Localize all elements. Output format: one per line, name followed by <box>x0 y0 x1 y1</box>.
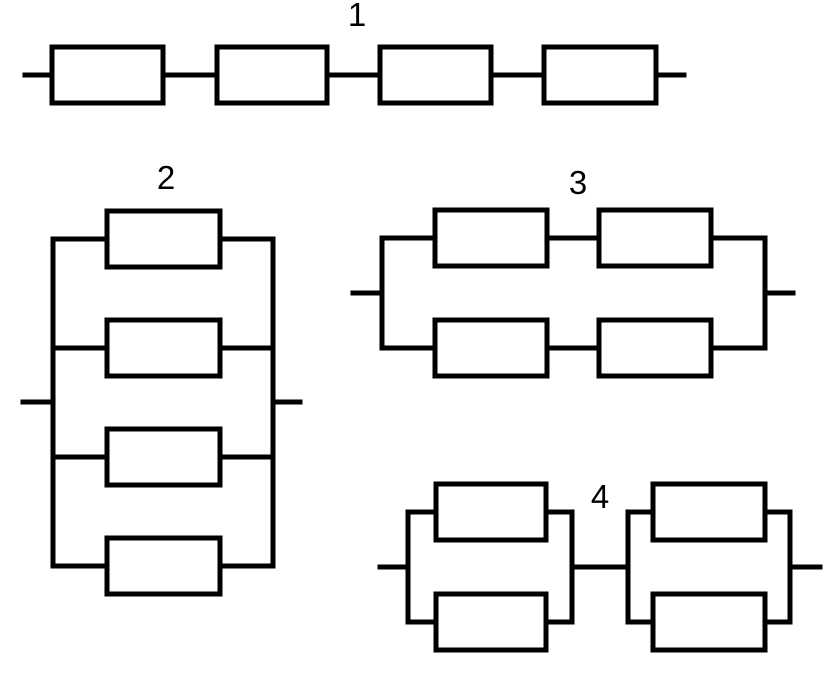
circuit-2: 2 <box>20 159 303 597</box>
resistor-box <box>541 44 659 106</box>
resistor-box <box>377 44 494 106</box>
resistor-box <box>104 426 223 488</box>
resistor-box <box>49 44 166 106</box>
resistor-box <box>596 207 714 269</box>
resistor-box <box>433 591 549 653</box>
circuit-1: 1 <box>22 0 687 106</box>
circuit-label-4: 4 <box>591 478 609 515</box>
resistor-box <box>432 317 550 379</box>
resistor-box <box>650 591 768 653</box>
circuit-label-1: 1 <box>348 0 366 33</box>
circuit-3: 3 <box>350 164 796 379</box>
resistor-box <box>432 207 550 269</box>
resistor-box <box>104 535 223 597</box>
resistor-box <box>433 481 549 543</box>
resistor-box <box>104 317 223 379</box>
circuit-label-2: 2 <box>157 159 175 196</box>
resistor-box <box>214 44 330 106</box>
resistor-box <box>596 317 714 379</box>
resistor-box <box>104 208 223 270</box>
resistor-box <box>650 481 768 543</box>
circuit-label-3: 3 <box>569 164 587 201</box>
circuit-4: 4 <box>377 478 823 653</box>
